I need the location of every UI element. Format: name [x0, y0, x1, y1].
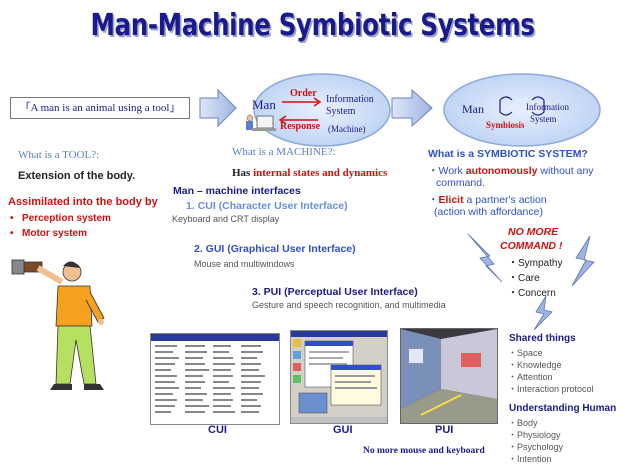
tool-question: What is a TOOL?: — [18, 149, 100, 161]
man-label: Man — [252, 97, 276, 112]
tool-quote-box: 「A man is an animal using a tool」 — [10, 97, 190, 119]
gui-title: 2. GUI (Graphical User Interface) — [194, 243, 356, 255]
list-item: ・Care — [508, 273, 540, 284]
response-label: Response — [280, 121, 321, 132]
list-item: Perception system — [10, 211, 111, 226]
info-system-label-1: Information — [326, 94, 374, 105]
body-systems-list: Perception system Motor system — [10, 211, 111, 241]
cui-title: 1. CUI (Character User Interface) — [186, 200, 348, 212]
list-item: Knowledge — [508, 359, 594, 371]
list-item: Interaction protocol — [508, 383, 594, 395]
machine-question: What is a MACHINE?: — [232, 146, 336, 158]
symbiotic-line-2b: (action with affordance) — [434, 206, 543, 218]
gui-screenshot — [290, 330, 388, 424]
virtual-room-icon — [401, 329, 497, 423]
order-label: Order — [290, 88, 317, 99]
info-system-label-4: System — [530, 114, 557, 124]
info-system-label-3: Information — [526, 102, 569, 112]
understanding-heading: Understanding Human — [509, 403, 617, 414]
man-label-2: Man — [462, 102, 484, 116]
pui-desc: Gesture and speech recognition, and mult… — [252, 300, 446, 310]
no-more-command-2: COMMAND ! — [500, 240, 563, 252]
pui-screenshot — [400, 328, 498, 424]
cui-desc: Keyboard and CRT display — [172, 214, 280, 224]
assimilated-text: Assimilated into the body by — [8, 196, 158, 208]
interfaces-heading: Man – machine interfaces — [173, 185, 301, 197]
machine-ellipse — [253, 73, 391, 147]
hammer-man-icon — [11, 259, 105, 390]
no-more-command-1: NO MORE — [508, 226, 559, 238]
symbiosis-label: Symbiosis — [486, 120, 525, 130]
list-item: ・Concern — [508, 288, 556, 299]
shared-list: Space Knowledge Attention Interaction pr… — [508, 347, 594, 395]
lightning-icon — [467, 233, 503, 283]
footer-note: No more mouse and keyboard — [363, 446, 485, 456]
pui-title: 3. PUI (Perceptual User Interface) — [252, 286, 418, 298]
right-arrow-icon — [391, 88, 433, 128]
list-item: Attention — [508, 371, 594, 383]
shared-heading: Shared things — [509, 333, 576, 344]
gui-desc: Mouse and multiwindows — [194, 259, 295, 269]
list-item: Body — [508, 417, 563, 429]
cui-screenshot — [150, 333, 280, 425]
list-item: ・Sympathy — [508, 258, 563, 269]
symbiotic-question: What is a SYMBIOTIC SYSTEM? — [428, 148, 588, 160]
info-system-label-2: System — [326, 106, 356, 117]
page-title: Man-Machine Symbiotic Systems — [90, 8, 535, 43]
cui-label: CUI — [208, 424, 227, 436]
symbiosis-ellipse — [443, 73, 601, 147]
tool-answer: Extension of the body. — [18, 170, 136, 182]
terminal-text-icon — [155, 345, 265, 413]
desktop-windows-icon — [291, 331, 387, 423]
sympathy-list: ・Sympathy ・Care ・Concern — [508, 256, 562, 301]
symbiotic-line-2: ・Elicit a partner's action — [428, 194, 547, 206]
lightning-icon — [571, 235, 595, 287]
list-item: Psychology — [508, 441, 563, 453]
list-item: Space — [508, 347, 594, 359]
machine-label: (Machine) — [328, 124, 366, 134]
gui-label: GUI — [333, 424, 353, 436]
understanding-list: Body Physiology Psychology Intention — [508, 417, 563, 465]
lightning-icon — [533, 295, 553, 331]
pui-label: PUI — [435, 424, 454, 436]
symbiotic-line-1b: command. — [436, 177, 486, 189]
list-item: Motor system — [10, 226, 111, 241]
computer-user-icon — [246, 114, 276, 131]
list-item: Physiology — [508, 429, 563, 441]
list-item: Intention — [508, 453, 563, 465]
symbiotic-line-1: ・Work autonomously without any — [428, 165, 594, 177]
right-arrow-icon — [199, 88, 237, 128]
machine-answer: Has internal states and dynamics — [232, 167, 388, 179]
